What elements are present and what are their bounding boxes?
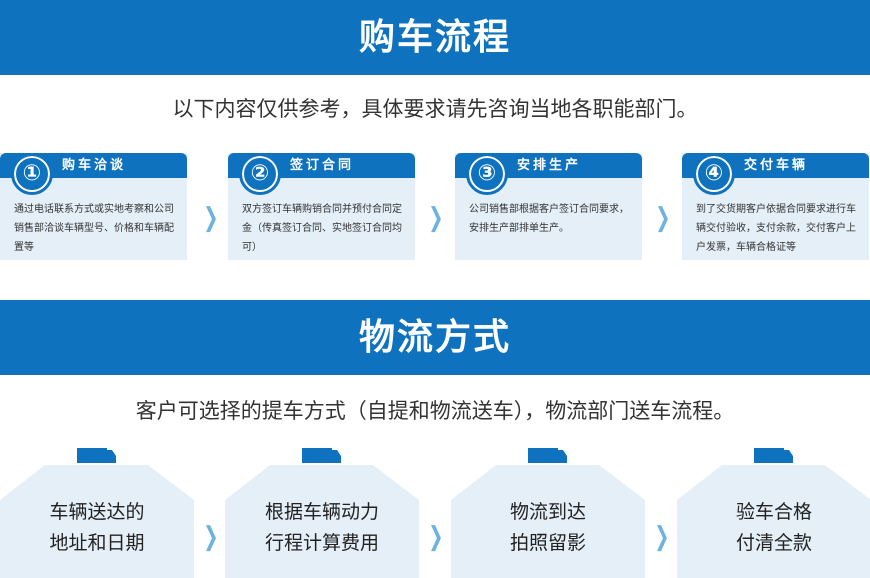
step-description: 公司销售部根据客户签订合同要求，安排生产部排单生产。 <box>469 204 629 234</box>
logistics-step-line1: 根据车辆动力 <box>264 501 379 523</box>
logistics-banner: 物流方式 <box>0 300 870 375</box>
logistics-step-card: 车辆送达的地址和日期 <box>0 465 194 578</box>
logistics-step-line1: 车辆送达的 <box>49 501 145 523</box>
purchase-process-subtitle: 以下内容仅供参考，具体要求请先咨询当地各职能部门。 <box>172 97 698 121</box>
step-description: 到了交货期客户依据合同要求进行车辆交付验收，支付余款，交付客户上户发票，车辆合格… <box>696 204 856 253</box>
purchase-step-card: ④ 交付车辆 到了交货期客户依据合同要求进行车辆交付验收，支付余款，交付客户上户… <box>682 153 869 260</box>
chevron-right-icon: ❯ <box>203 522 219 552</box>
logistics-step-line2: 行程计算费用 <box>264 532 379 554</box>
logistics-step-line1: 验车合格 <box>735 501 812 523</box>
truck-icon <box>528 447 568 465</box>
logistics-step-card: 根据车辆动力行程计算费用 <box>225 465 419 578</box>
truck-icon <box>77 447 117 465</box>
chevron-right-icon: ❯ <box>428 522 444 552</box>
truck-icon <box>302 447 342 465</box>
chevron-right-icon: ❯ <box>654 522 670 552</box>
step-description: 通过电话联系方式或实地考察和公司销售部洽谈车辆型号、价格和车辆配置等 <box>14 204 174 253</box>
purchase-step-card: ③ 安排生产 公司销售部根据客户签订合同要求，安排生产部排单生产。 <box>455 153 642 260</box>
logistics-step-line2: 地址和日期 <box>49 532 145 554</box>
step-number-badge: ① <box>11 153 53 195</box>
logistics-step-line2: 拍照留影 <box>509 532 586 554</box>
step-number-badge: ③ <box>466 153 508 195</box>
step-description: 双方签订车辆购销合同并预付合同定金（传真签订合同、实地签订合同均可） <box>242 204 402 253</box>
logistics-step-line2: 付清全款 <box>735 532 812 554</box>
logistics-step-line1: 物流到达 <box>509 501 586 523</box>
step-number-badge: ④ <box>693 153 735 195</box>
purchase-step-card: ② 签订合同 双方签订车辆购销合同并预付合同定金（传真签订合同、实地签订合同均可… <box>228 153 415 260</box>
truck-icon <box>754 447 794 465</box>
chevron-right-icon: ❯ <box>203 203 219 233</box>
chevron-right-icon: ❯ <box>655 203 671 233</box>
purchase-step-card: ① 购车洽谈 通过电话联系方式或实地考察和公司销售部洽谈车辆型号、价格和车辆配置… <box>0 153 187 260</box>
logistics-step-card: 物流到达拍照留影 <box>451 465 645 578</box>
step-number-badge: ② <box>239 153 281 195</box>
chevron-right-icon: ❯ <box>428 203 444 233</box>
logistics-subtitle: 客户可选择的提车方式（自提和物流送车），物流部门送车流程。 <box>135 399 735 423</box>
logistics-step-card: 验车合格付清全款 <box>677 465 870 578</box>
purchase-process-banner: 购车流程 <box>0 0 870 75</box>
